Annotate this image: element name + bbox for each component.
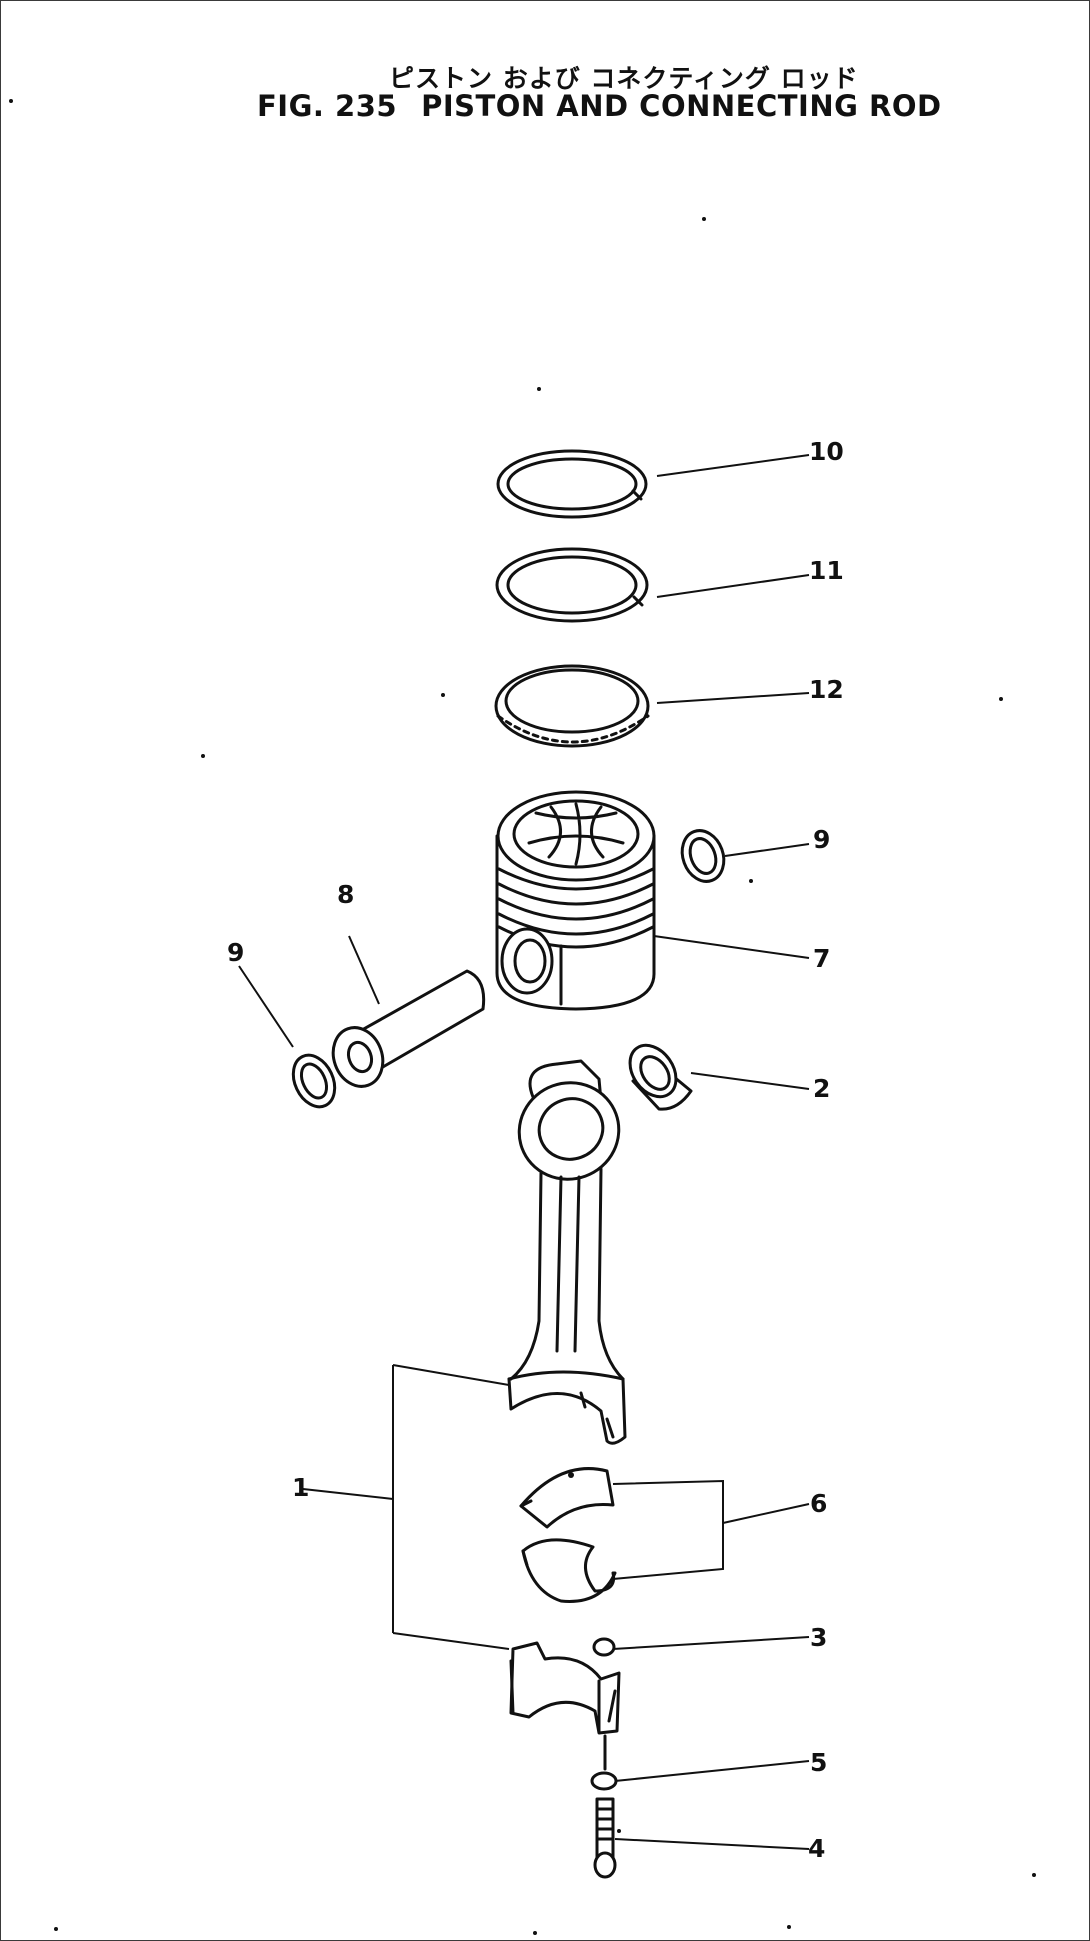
callout-11: 11	[809, 556, 844, 585]
leader-lines	[238, 454, 810, 1850]
callout-8: 8	[337, 880, 354, 909]
callout-7: 7	[813, 944, 830, 973]
callout-9-left: 9	[227, 938, 244, 967]
figure-title: FIG. 235 PISTON AND CONNECTING ROD	[257, 89, 942, 123]
callout-12: 12	[809, 675, 844, 704]
callout-9-right: 9	[813, 825, 830, 854]
bearing-lower	[521, 1538, 617, 1603]
callout-6: 6	[810, 1489, 827, 1518]
piston	[495, 790, 656, 1011]
callout-2: 2	[813, 1074, 830, 1103]
washer	[590, 1771, 618, 1791]
nut	[592, 1637, 616, 1657]
figure-title-japanese: ピストン および コネクティング ロッド	[389, 64, 859, 93]
bearing-upper	[519, 1467, 615, 1529]
piston-ring-second	[495, 547, 649, 623]
scan-specks	[9, 99, 1036, 1935]
callout-10: 10	[809, 437, 844, 466]
callout-4: 4	[808, 1834, 825, 1863]
small-end-bushing	[628, 1043, 693, 1111]
snap-ring-left	[291, 1053, 337, 1109]
piston-pin	[331, 969, 486, 1088]
callout-5: 5	[810, 1748, 827, 1777]
piston-ring-top	[496, 449, 648, 519]
connecting-rod-cap	[509, 1641, 621, 1735]
callout-3: 3	[810, 1623, 827, 1652]
piston-ring-oil	[494, 664, 650, 748]
cap-bolt	[593, 1734, 617, 1879]
callout-1: 1	[292, 1473, 309, 1502]
callout-numbers: 1 2 3 4 5 6 7 8 9 9 10 11 12	[227, 437, 844, 1863]
figure-number: FIG. 235	[257, 89, 398, 123]
snap-ring-right	[680, 829, 726, 883]
connecting-rod	[507, 1059, 627, 1445]
figure-title-english: PISTON AND CONNECTING ROD	[421, 89, 942, 123]
